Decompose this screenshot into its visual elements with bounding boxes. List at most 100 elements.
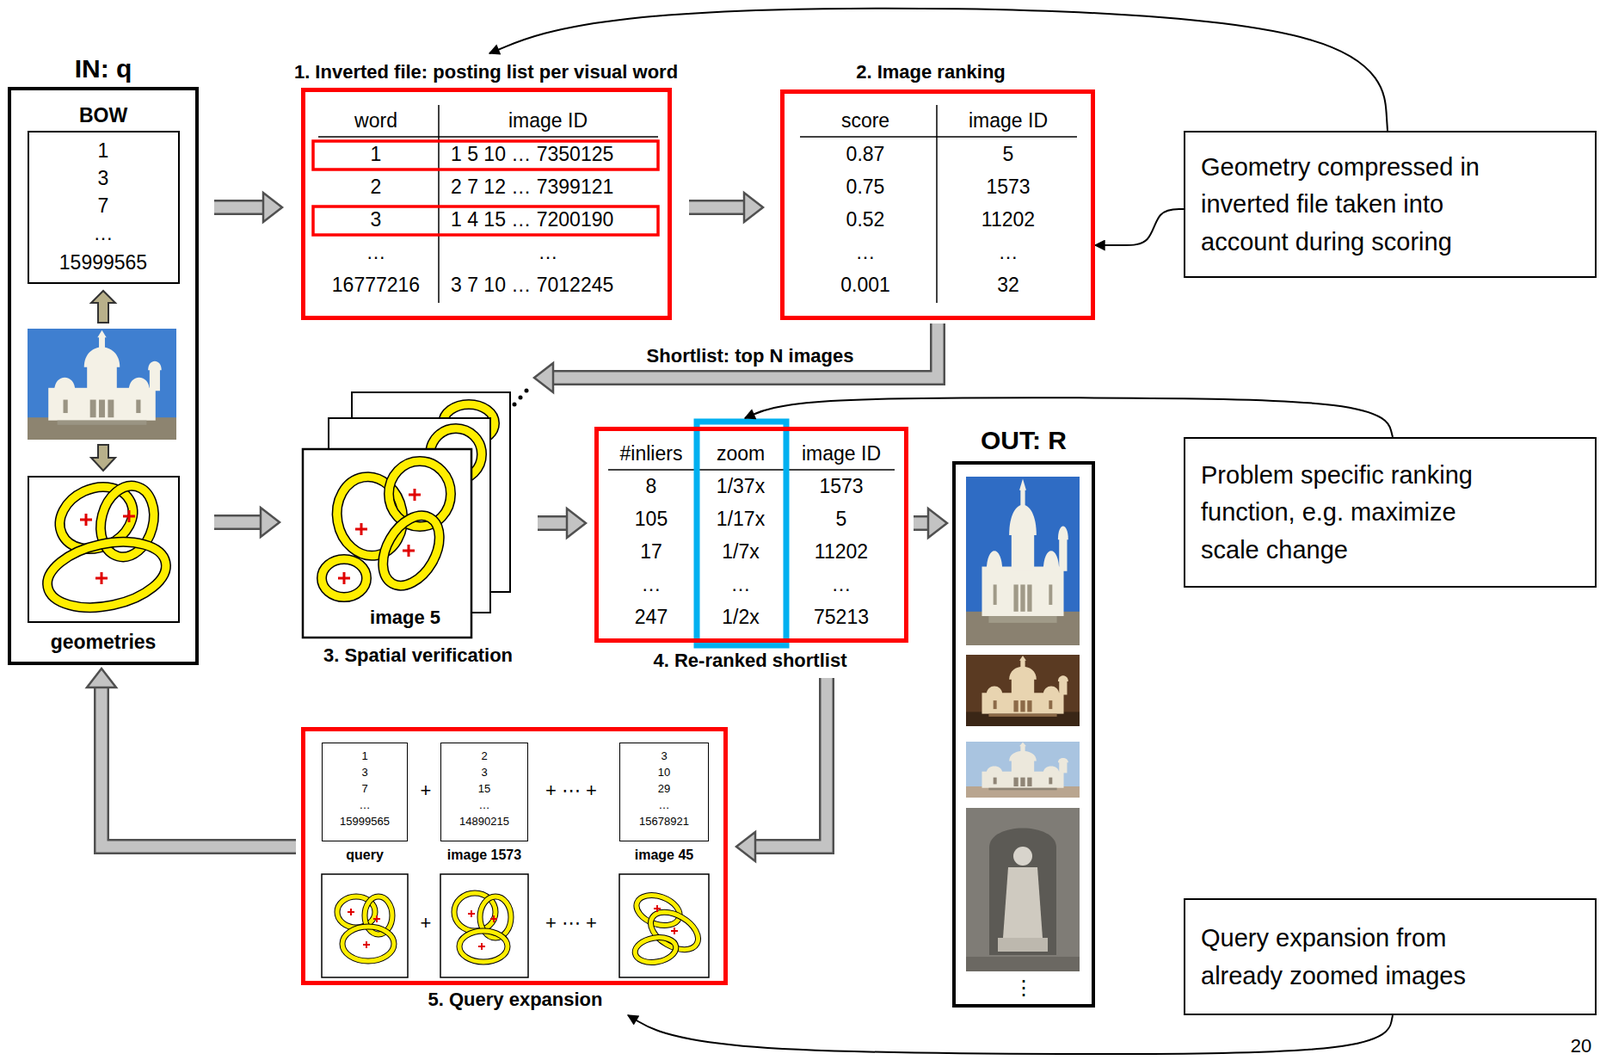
panel-heading: 2. Image ranking [855, 61, 1006, 84]
image-cards [518, 395, 524, 400]
result-photos [966, 741, 1080, 798]
row-highlight [313, 206, 659, 235]
visual-word-id: 1 [361, 749, 368, 764]
table-cell: … [731, 572, 751, 597]
callout-box: Geometry compressed in inverted file tak… [1183, 130, 1597, 278]
expansion-geometries [619, 873, 709, 978]
expansion-geometries [653, 904, 678, 935]
card-caption: image 5 [369, 606, 441, 629]
bow-list-box: BOW137…15999565 [27, 101, 180, 284]
visual-word-id: 10 [658, 765, 671, 780]
expansion-geometries [440, 873, 529, 978]
arrow-head [263, 192, 283, 222]
image-cards [302, 388, 530, 639]
flow-arrow-small [91, 444, 116, 471]
table-cell: 1573 [818, 474, 863, 499]
flow-arrow [689, 192, 764, 222]
expansion-geometries [467, 910, 498, 950]
plus-ellipsis: + ⋯ + [545, 911, 597, 935]
arrow-head [534, 363, 554, 393]
box-border [1183, 898, 1597, 1016]
arrow-outline [755, 677, 827, 847]
arrow-outline [214, 514, 261, 530]
flow-arrow [537, 508, 586, 538]
expansion-geometries [633, 934, 678, 966]
box-border [952, 461, 1096, 1008]
flow-arrow [534, 323, 938, 393]
arrow-body [537, 517, 567, 530]
visual-word-id: … [359, 798, 371, 813]
inverted-file-table: 1. Inverted file: posting list per visua… [301, 53, 672, 320]
box-caption: image 1573 [447, 846, 522, 863]
more-indicator: ⋮ [1013, 975, 1034, 1001]
visual-word-id: 3 [660, 749, 667, 764]
table-cell: … [641, 572, 662, 597]
visual-word-id: … [93, 221, 114, 247]
table-cell: 2 [370, 175, 382, 200]
arrow-head [928, 508, 948, 538]
table-cell: word [354, 109, 398, 134]
panel-caption: 4. Re-ranked shortlist [653, 649, 848, 672]
visual-word-id: 3 [361, 765, 368, 780]
feature-ellipses [80, 510, 136, 585]
table-cell: 1 4 15 … 7200190 [450, 208, 614, 233]
visual-word-id: 15999565 [59, 251, 148, 276]
callout-text: Geometry compressed in inverted file tak… [1200, 147, 1515, 261]
arrow-body [689, 202, 745, 214]
table-cell: 17 [640, 540, 663, 565]
visual-word-id: … [479, 798, 491, 813]
arrow-body [101, 687, 296, 847]
visual-word-id: 1 [98, 139, 110, 164]
expansion-geometries [633, 934, 678, 966]
panel-heading: IN: q [74, 53, 133, 85]
table-cell: … [366, 240, 387, 265]
result-photos [966, 654, 1080, 727]
visual-word-id: 3 [98, 166, 110, 191]
callout-box: Query expansion from already zoomed imag… [1183, 898, 1597, 1016]
result-photos [966, 807, 1080, 972]
feature-ellipses [41, 531, 173, 618]
reranked-table: #inlierszoomimage ID81/37x15731051/17x51… [594, 418, 909, 675]
visual-word-id: 15999565 [339, 814, 390, 829]
spatial-verification-stack: image 53. Spatial verification [296, 369, 530, 671]
table-cell: score [841, 109, 890, 134]
input-panel: IN: qBOW137…15999565geometries [7, 53, 199, 665]
table-cell: image ID [801, 442, 881, 467]
table-cell: #inliers [620, 442, 684, 467]
ranking-table: 2. Image rankingscoreimage ID0.8750.7515… [780, 53, 1096, 320]
geometry-box: geometries [27, 475, 180, 659]
result-photos [966, 476, 1080, 972]
leader-curve [1095, 209, 1184, 246]
visual-word-id: 15 [478, 781, 491, 796]
callout-text: Query expansion from already zoomed imag… [1200, 919, 1515, 995]
expansion-geometries [347, 908, 381, 948]
panel-heading: OUT: R [980, 424, 1067, 456]
table-cell: zoom [716, 442, 765, 467]
expansion-geometries [633, 934, 678, 966]
table-cell: 1/7x [721, 540, 759, 565]
table-cell: 105 [634, 507, 668, 532]
word-list-box: 137…15999565query [321, 742, 408, 865]
table-cell: 1 [370, 142, 382, 167]
expansion-geometries [321, 873, 408, 978]
expansion-geometries [321, 873, 709, 978]
arrow-body [553, 323, 938, 378]
leader-curve [627, 1015, 1393, 1054]
image-cards [338, 488, 421, 585]
result-photos [1003, 867, 1043, 938]
table-cell: image ID [968, 109, 1048, 134]
result-photos [966, 956, 1080, 972]
table-cell: … [998, 240, 1019, 265]
table-cell: 1 5 10 … 7350125 [450, 142, 614, 167]
visual-word-id: 7 [361, 781, 368, 796]
page-number: 20 [1570, 1034, 1592, 1058]
query-photo [27, 328, 177, 440]
arrow-head [744, 192, 764, 222]
table-rules [935, 104, 938, 303]
arrow-head [566, 508, 586, 538]
visual-word-id: 15678921 [639, 814, 690, 829]
table-cell: 11202 [814, 540, 868, 565]
arrow-outline [553, 323, 938, 378]
feature-ellipses [41, 531, 173, 618]
